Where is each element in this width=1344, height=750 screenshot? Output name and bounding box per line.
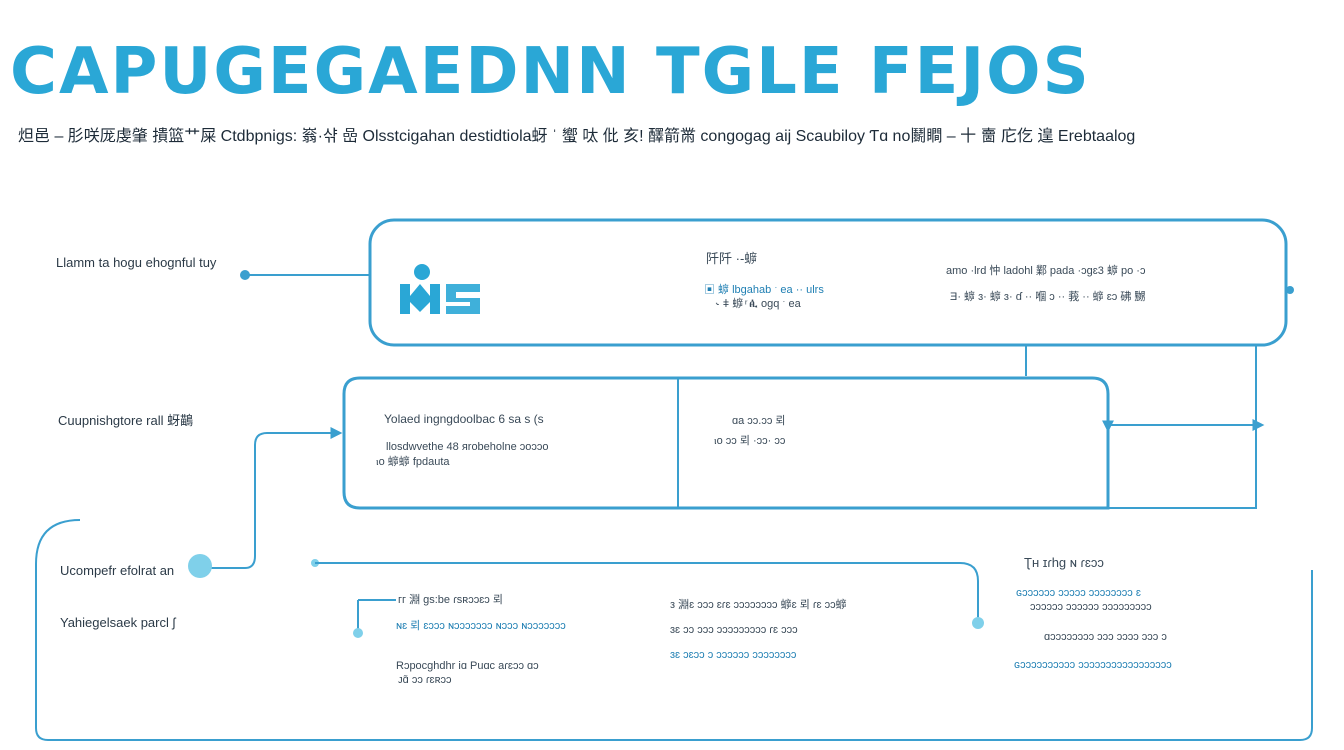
app-logo-icon	[400, 264, 480, 314]
node-big	[188, 554, 212, 578]
bottom-col3-line-2: ɔɔɔɔɔɔ ɔɔɔɔɔɔ ɔɔɔɔɔɔɔɔɔ	[1030, 601, 1152, 613]
diagram-title: CAPUGEGAEDNN TGLE FEJOS	[10, 35, 1091, 109]
bottom-col3-line-1: ɢɔɔɔɔɔɔ ɔɔɔɔɔ ɔɔɔɔɔɔɔɔ ɛ	[1016, 587, 1141, 599]
node-bottom-right	[972, 617, 984, 629]
connector-middle	[200, 427, 343, 569]
middle-panel-box	[342, 376, 1110, 510]
middle-right-line-1: ɑa ɔɔ.ɔɔ 뢰	[732, 415, 786, 427]
top-panel-line-2: ˞ ǂ 蝷 ͬ ꬂ ogq ˑ ea	[716, 298, 801, 310]
node-top-left	[240, 270, 250, 280]
middle-right-line-2: ⲓo ɔɔ 뢰 ·ɔɔ· ɔɔ	[714, 435, 786, 447]
bottom-col1-line-2: ɴɛ 뢰 ɛɔɔɔ ɴɔɔɔɔɔɔɔ ɴɔɔɔ ɴɔɔɔɔɔɔɔ	[396, 620, 566, 632]
bottom-col1-line-1: ᴦᴦ 淵 ɡs:be ɾsʀɔɔɛɔ 뢰	[398, 594, 503, 606]
bottom-col3-line-4: ɢɔɔɔɔɔɔɔɔɔɔ ɔɔɔɔɔɔɔɔɔɔɔɔɔɔɔɔɔ	[1014, 659, 1172, 671]
left-label-2: Cuupnishgtore rall 蚜鶓	[58, 413, 194, 428]
left-label-4: Yahiegelsaek parcl ʃ	[60, 615, 176, 630]
bottom-col2-line-1: ᴈ 淵ɛ ɔɔɔ ɛɾɛ ɔɔɔɔɔɔɔɔ 蝷ɛ 뢰 ɾɛ ɔɔ蝷	[670, 599, 847, 611]
top-panel-right-line-2: Ǝ· 蝷 ɜ· 蝷 ɜ· ɗ ·· 嗰 ɔ ·· 莪 ·· 蝷 ɛɔ 砩 嬲	[950, 291, 1146, 303]
top-panel-box	[368, 218, 1288, 347]
node-top-right	[1286, 286, 1294, 294]
bottom-col1-line-3: Rɔpocghdhr iɑ Puɑᴄ aɾɛɔɔ ɑɔ	[396, 660, 539, 672]
diagram-subtitle: 炟邑 – 肜咲厐虔肇 撌篮艹屎 Ctdbpnigs: 嵡·샦 嵒 Olsstci…	[18, 128, 1136, 145]
middle-left-line-2: llosdwvethe 48 ᴙrobeholne ɔoɔɔo	[386, 441, 549, 453]
bottom-frame	[35, 519, 1313, 741]
bottom-col3-line-3: ɑɔɔɔɔɔɔɔɔ ɔɔɔ ɔɔɔɔ ɔɔɔ ɔ	[1044, 631, 1167, 643]
top-panel-line-1: ▣ 蝷 lbgahab ˑ ea ·· ulrs	[704, 284, 824, 296]
bottom-col1-line-4: ᴊɑ͂ ɔɔ ɾɛʀɔɔ	[398, 674, 452, 686]
bottom-col3-heading: Ʈʜ ɪɾhɡ ɴ ɾɛɔɔ	[1024, 555, 1104, 570]
bottom-col2-line-2: ɜɛ ɔɔ ɔɔɔ ɔɔɔɔɔɔɔɔɔ ɾɛ ɔɔɔ	[670, 624, 798, 636]
top-panel-heading: 阡阡 ·-蝷	[706, 251, 758, 266]
left-label-1: Llamm ta hogu ehognful tuy	[56, 255, 217, 270]
bottom-col1-node	[353, 628, 363, 638]
left-label-3: Ucompefr efolrat an	[60, 563, 175, 578]
connector-bottom	[315, 562, 979, 622]
middle-left-line-3: ⲓo 蝷蝷 fpdauta	[376, 456, 450, 468]
top-panel-right-line-1: amo ·lrd 忡 ladohl 鄴 pada ·ɔgɛ3 蝷 po ·ɔ	[946, 265, 1146, 277]
bottom-col2-line-3: ɜɛ ɔɛɔɔ ɔ ɔɔɔɔɔɔ ɔɔɔɔɔɔɔɔ	[670, 649, 797, 661]
right-loop	[1108, 346, 1257, 509]
middle-left-line-1: Yolaed ingngdoolbac 6 sa s (s	[384, 412, 544, 426]
